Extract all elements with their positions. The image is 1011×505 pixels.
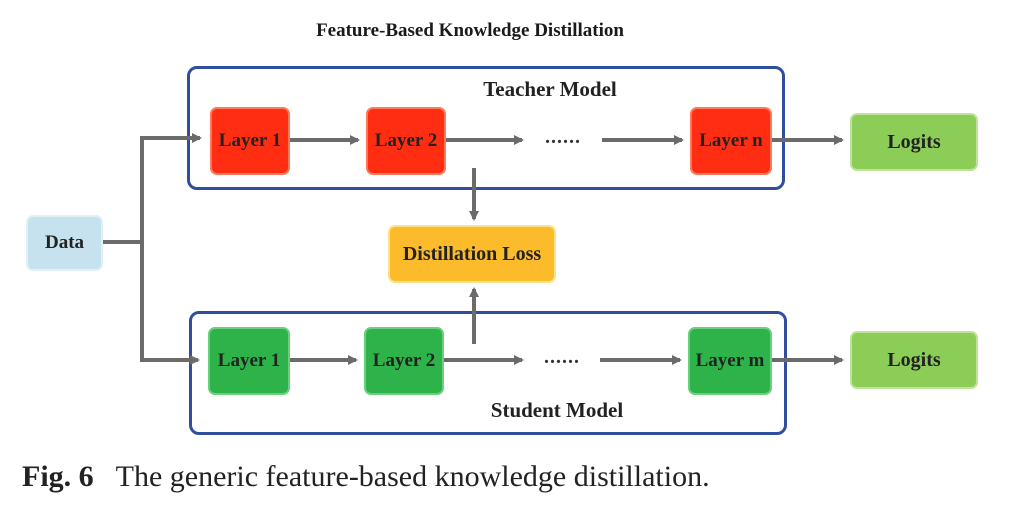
teacher-layer-2: Layer 2 [366,107,446,175]
figure-caption-text: The generic feature-based knowledge dist… [115,460,710,493]
distillation-loss-node: Distillation Loss [388,225,556,283]
data-to-teacher-arrow [103,133,202,244]
teacher-logits-node: Logits [850,113,978,171]
student-ellipsis: ...... [544,346,580,368]
student-logits-node: Logits [850,331,978,389]
figure-caption: Fig. 6 The generic feature-based knowled… [22,460,710,494]
student-layer-m: Layer m [688,327,772,395]
student-model-label: Student Model [490,398,624,422]
teacher-layer-n: Layer n [690,107,772,175]
figure-number: Fig. 6 [22,460,94,493]
data-node: Data [26,215,103,271]
teacher-model-label: Teacher Model [483,77,617,101]
diagram-title: Feature-Based Knowledge Distillation [316,20,624,41]
student-layer-1: Layer 1 [208,327,290,395]
data-to-student-arrow [140,242,200,365]
student-layer-2: Layer 2 [364,327,444,395]
teacher-ellipsis: ...... [545,126,581,148]
teacher-layer-1: Layer 1 [210,107,290,175]
